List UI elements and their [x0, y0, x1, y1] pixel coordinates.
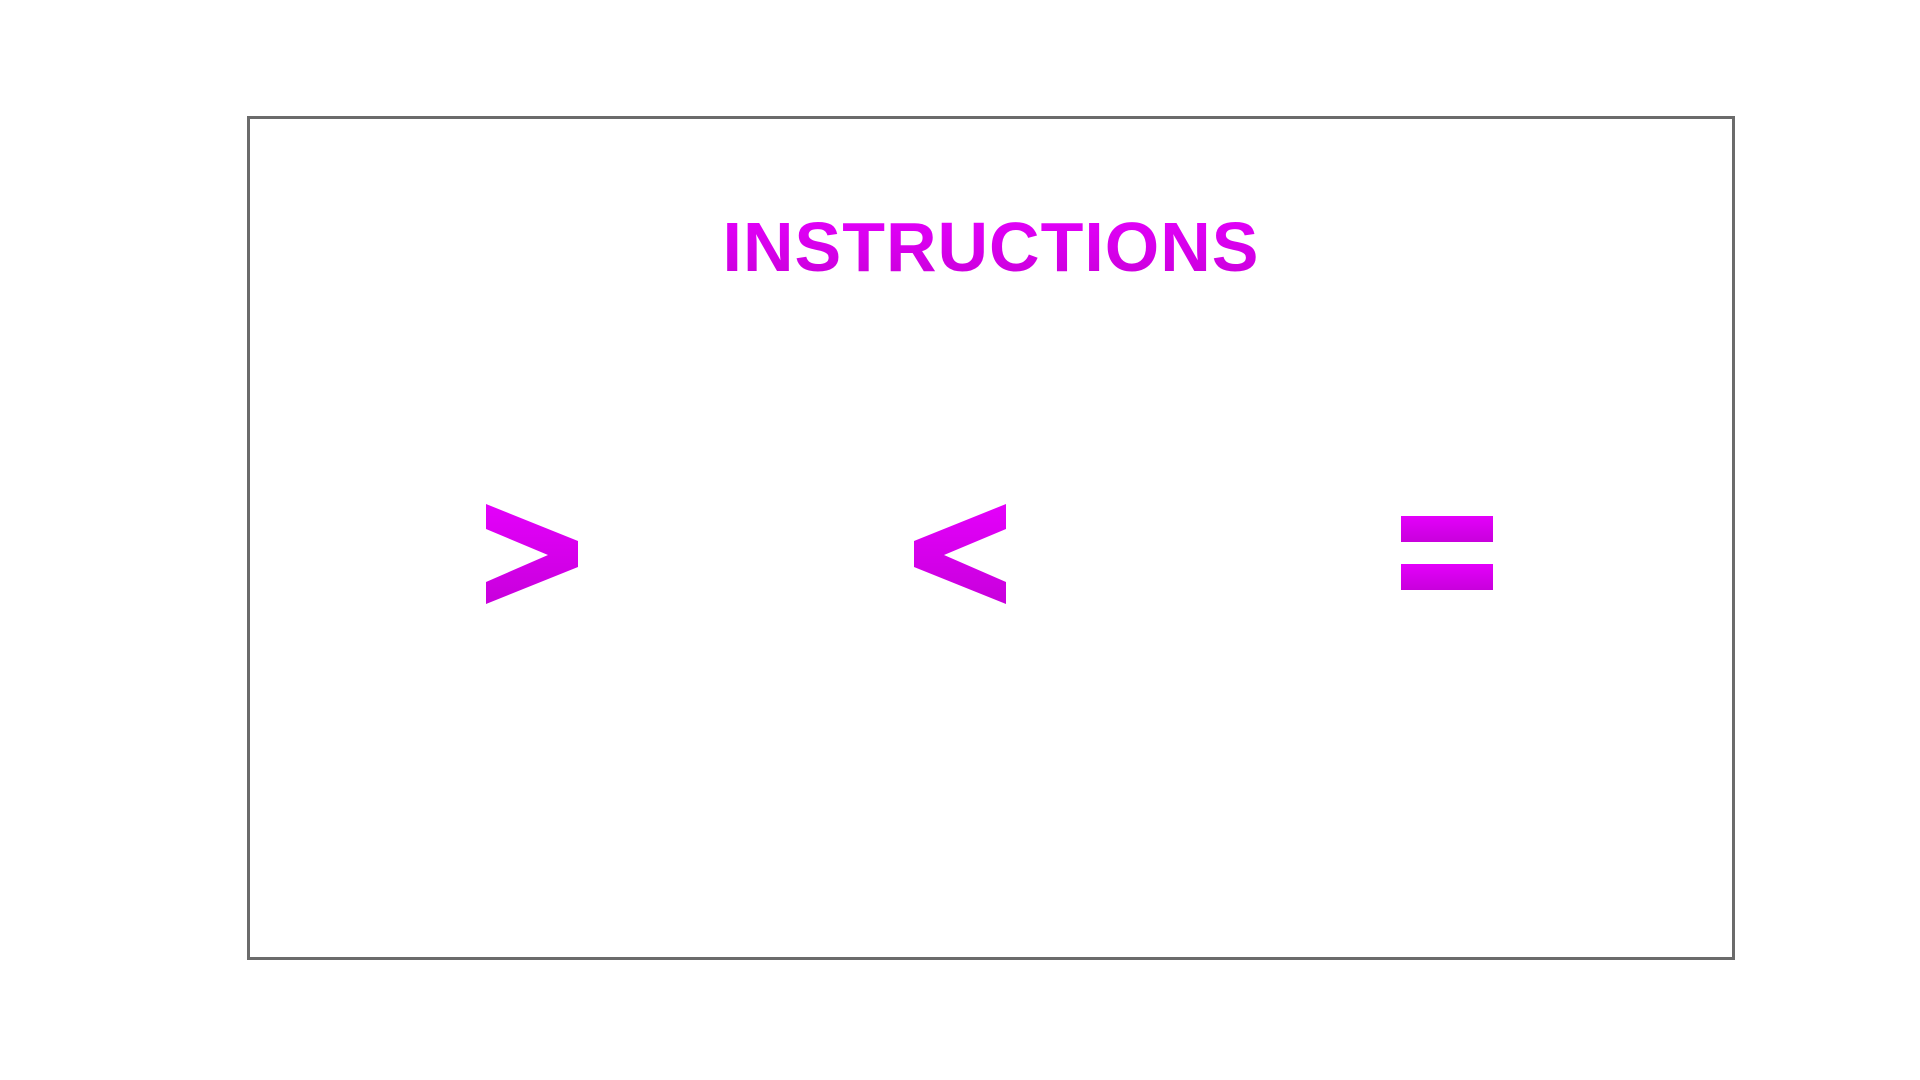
less-than-symbol [886, 479, 1046, 639]
instructions-title: INSTRUCTIONS [250, 207, 1732, 287]
greater-than-symbol [446, 479, 606, 639]
equals-icon [1401, 516, 1493, 590]
less-than-icon [914, 504, 1006, 604]
instructions-panel: INSTRUCTIONS [247, 116, 1735, 960]
greater-than-icon [486, 504, 578, 604]
equals-symbol [1366, 479, 1526, 639]
